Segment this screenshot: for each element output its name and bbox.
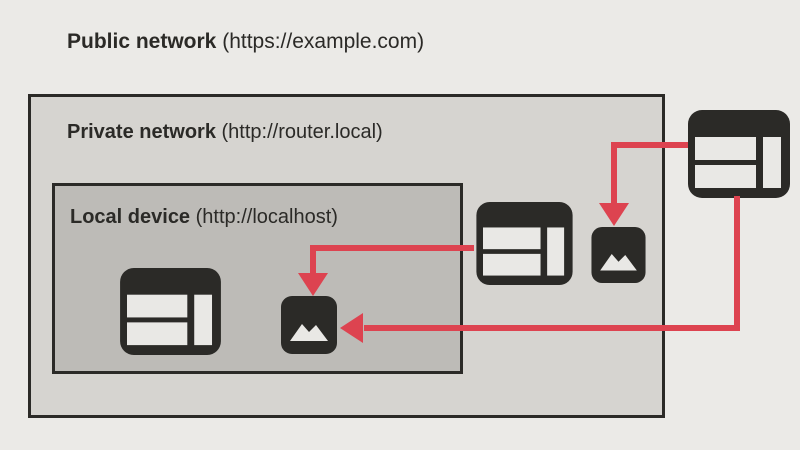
local-device-name: Local device (70, 206, 191, 228)
browser-window-icon (688, 110, 790, 198)
private-network-label: Private network (http://router.local) (67, 119, 383, 145)
local-device-zone: Local device (http://localhost) (52, 183, 463, 374)
image-icon (591, 227, 646, 283)
private-network-name: Private network (67, 121, 216, 143)
local-device-url: (http://localhost) (195, 206, 338, 228)
public-network-label: Public network (https://example.com) (67, 29, 424, 55)
browser-window-icon (476, 202, 573, 285)
browser-window-icon (120, 268, 221, 355)
image-icon (281, 296, 337, 354)
local-device-label: Local device (http://localhost) (70, 204, 338, 230)
private-network-zone: Private network (http://router.local) Lo… (28, 94, 665, 418)
public-network-name: Public network (67, 30, 217, 53)
private-network-url: (http://router.local) (221, 121, 383, 143)
public-network-url: (https://example.com) (222, 30, 425, 53)
